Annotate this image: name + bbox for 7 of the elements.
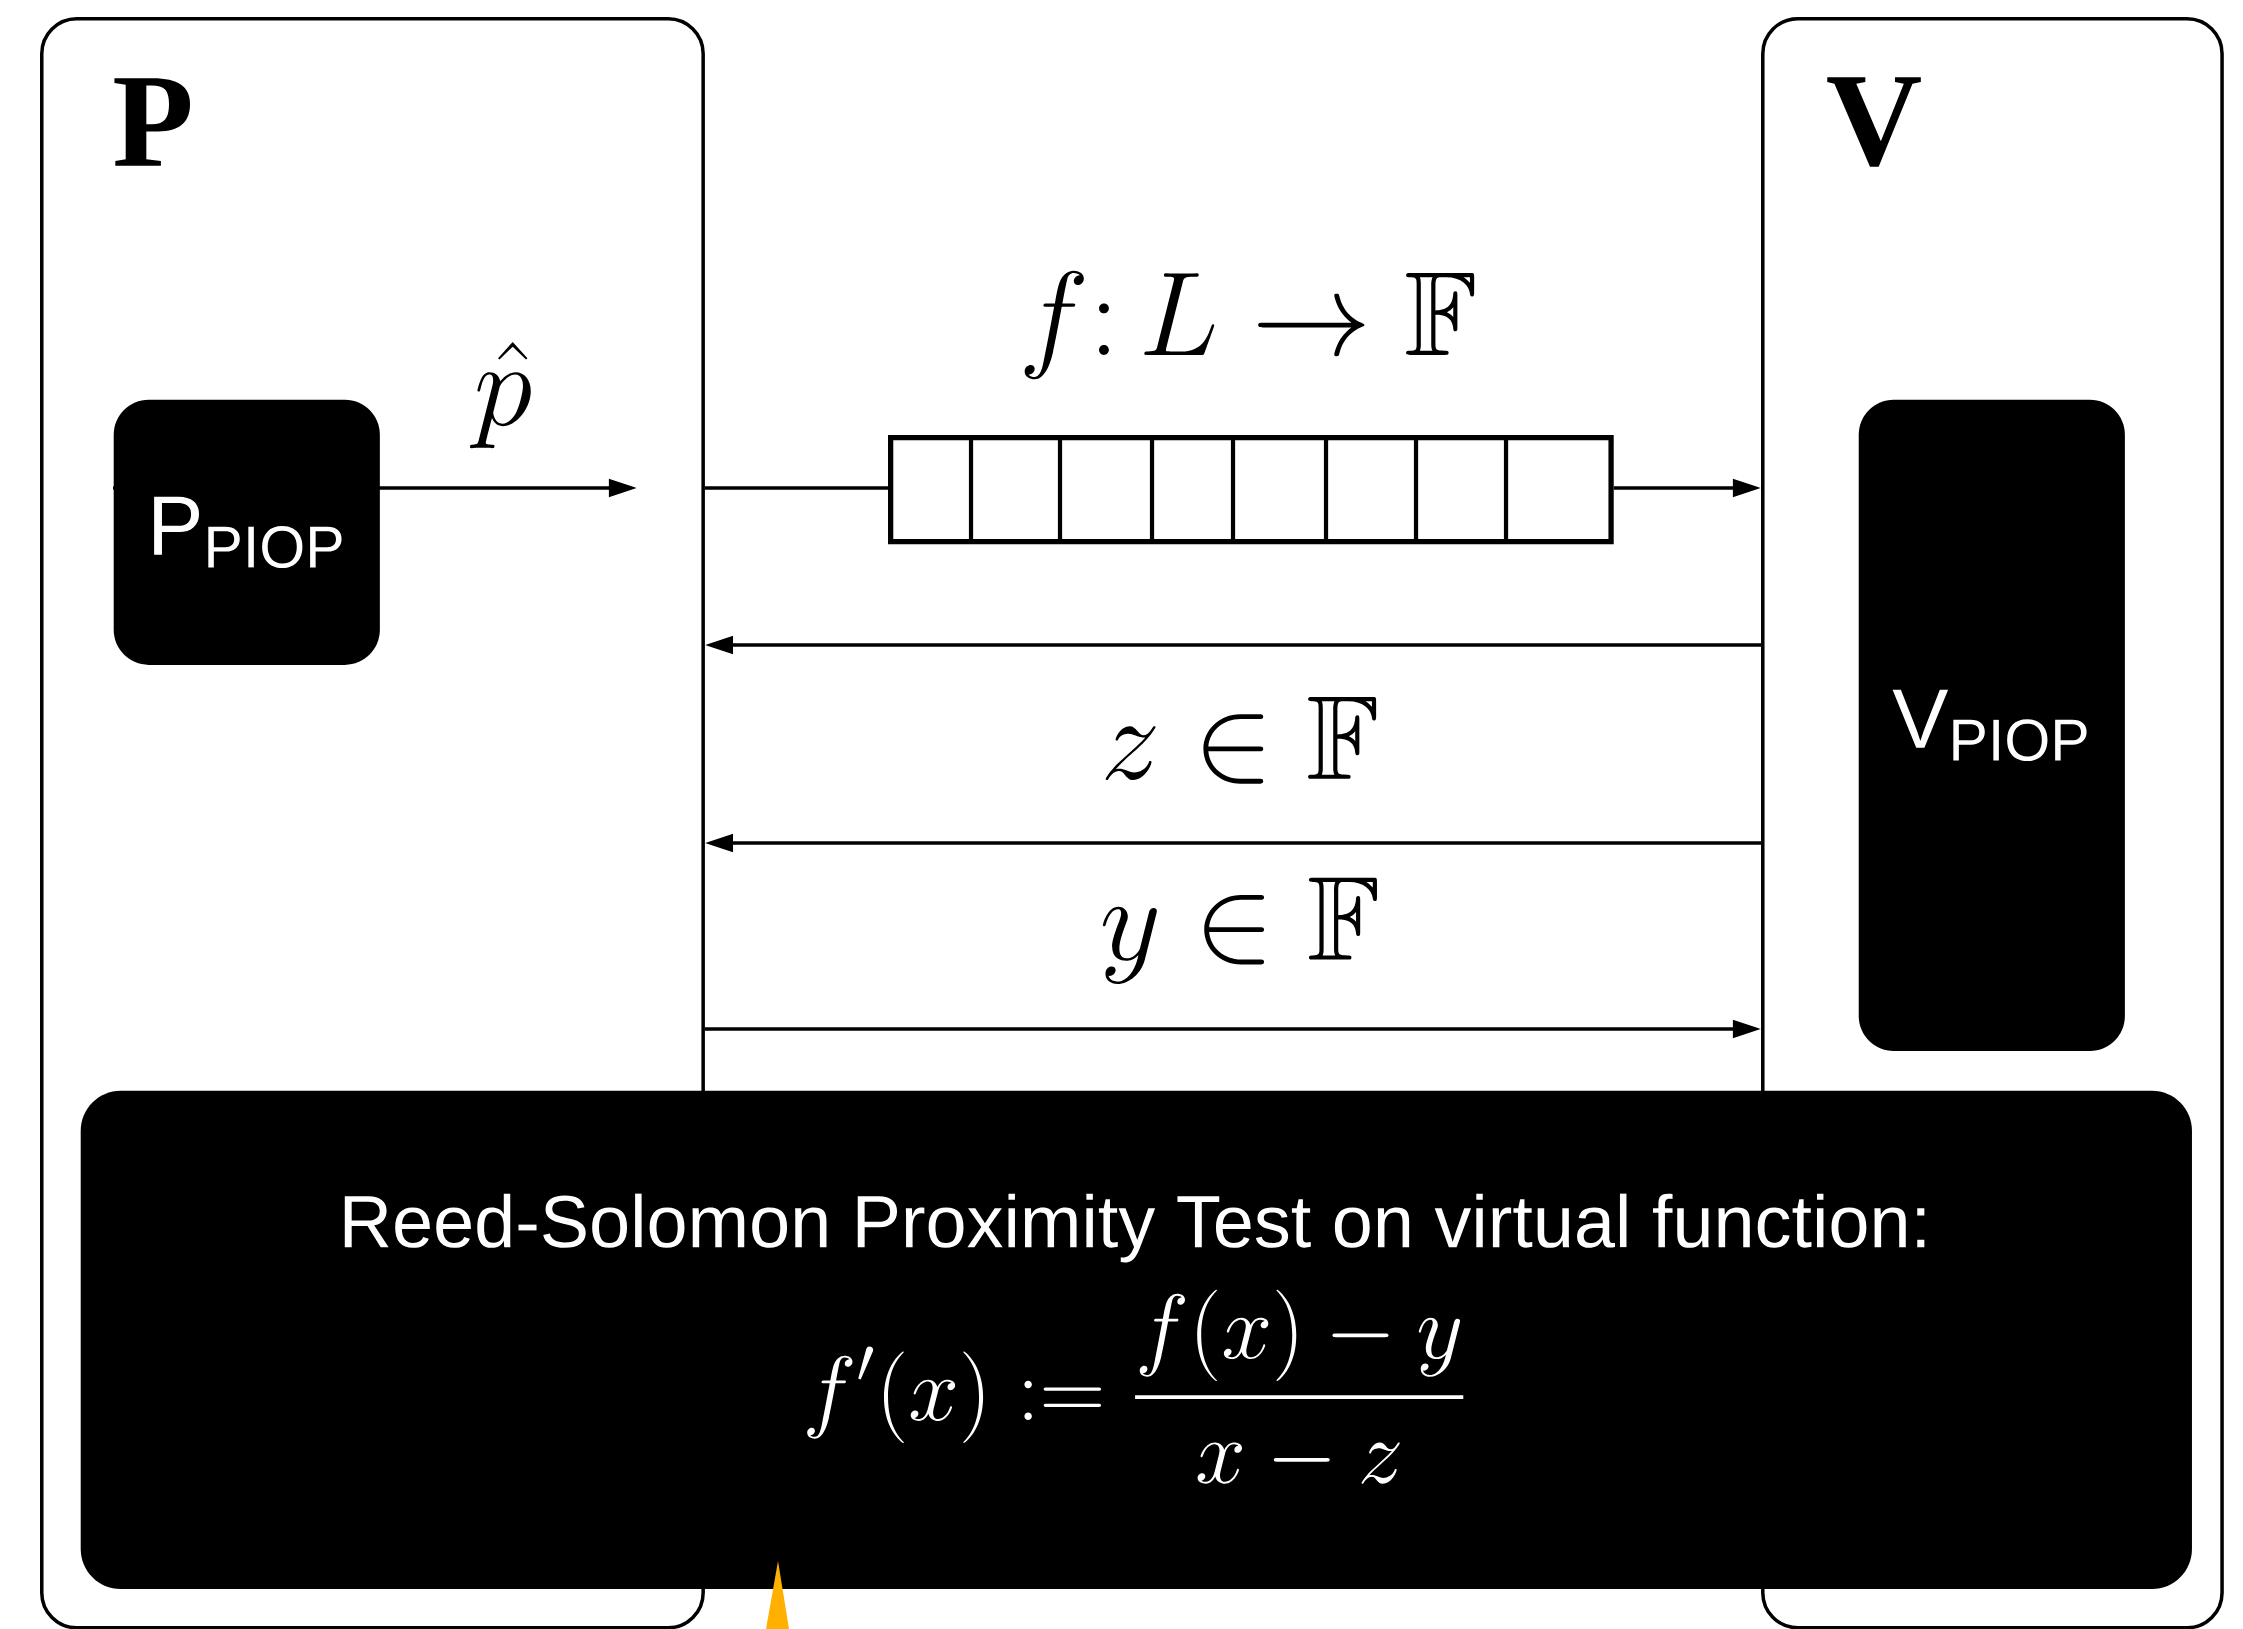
component-box: V$_{PIOP}$ [1858, 399, 2125, 1052]
result-panel: Reed-Solomon Proximity Test on virtual function: $f'(x) := \frac{f(x) - y}{x - z}$ [80, 1090, 2192, 1590]
edge-label: $y \in \mathbb{F}$ [1092, 870, 1388, 990]
edge-label: $z \in \mathbb{F}$ [1093, 689, 1387, 791]
edge-label: $\hat{p}$ [466, 334, 540, 456]
type-label: $f\colon L \to \mathbb{F}$ [1024, 270, 1475, 380]
component-box: P$_{PIOP}$ [113, 399, 380, 665]
